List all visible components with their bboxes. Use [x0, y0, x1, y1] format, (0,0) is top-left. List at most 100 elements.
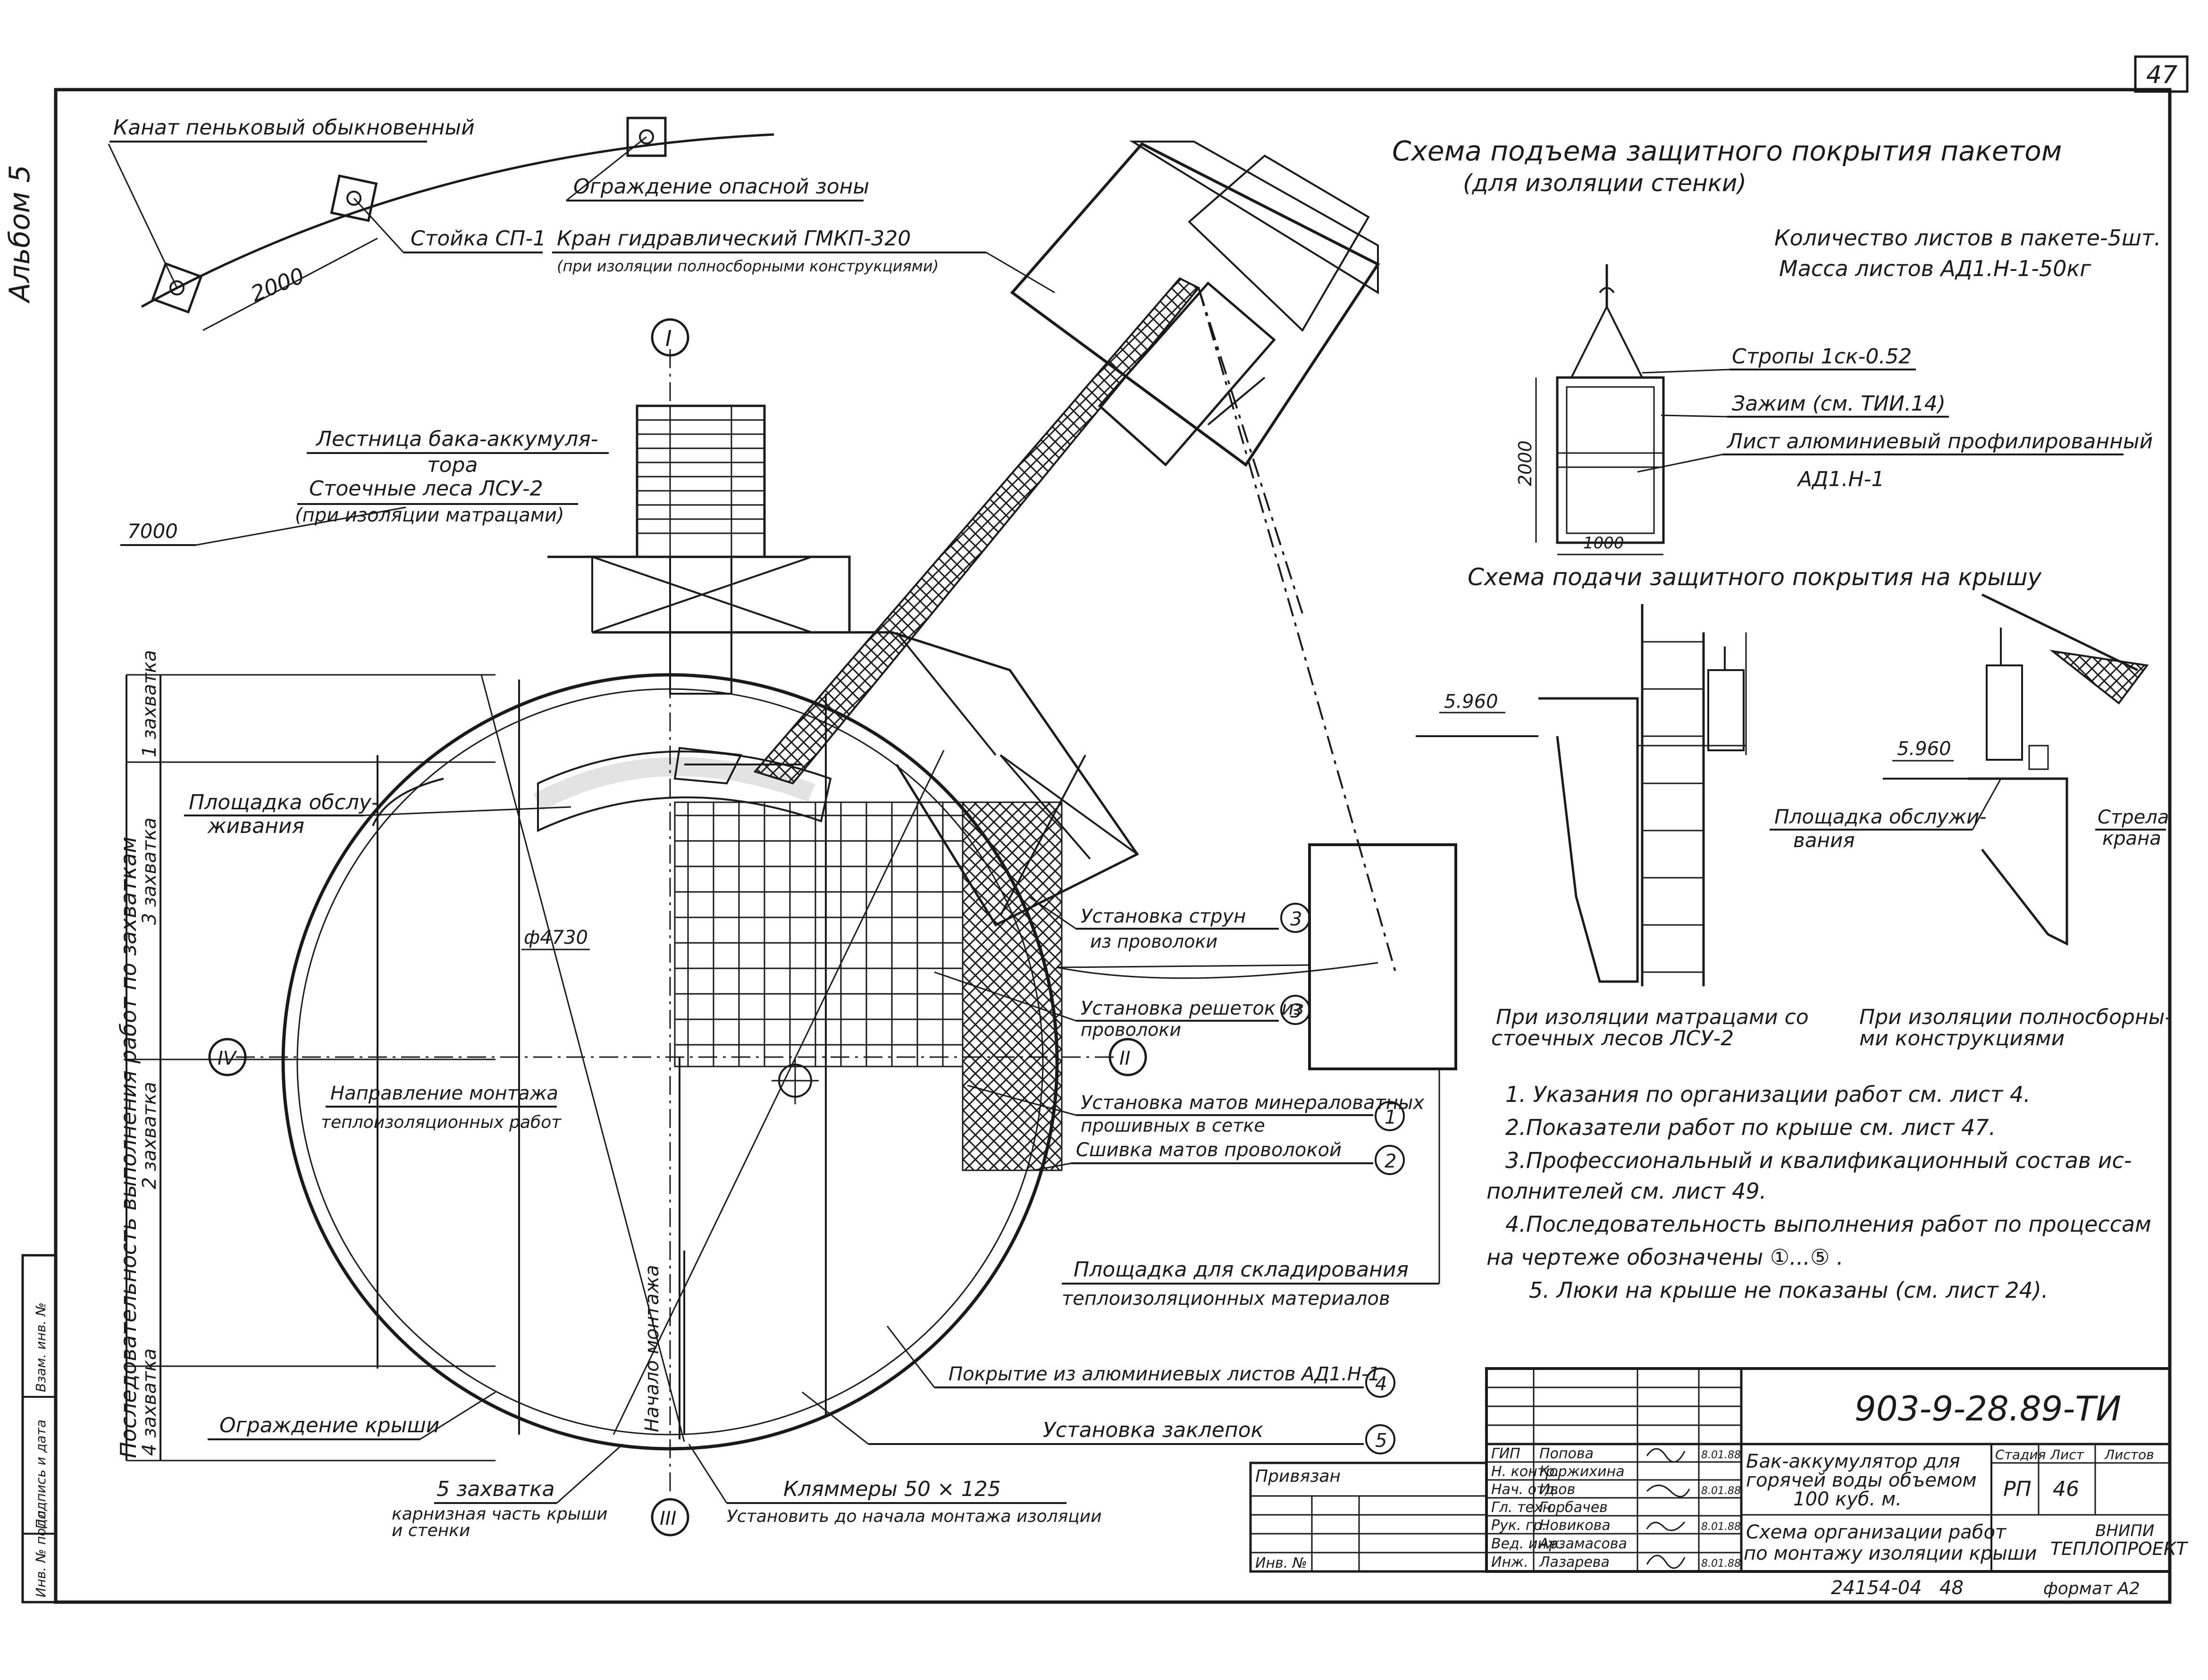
date-1: 8.01.88: [1701, 1485, 1741, 1497]
drawing-code: 903-9-28.89-ТИ: [1855, 1389, 2121, 1428]
dim-7000: 7000: [127, 520, 178, 543]
slings-label: Стропы 1ск-0.52: [1732, 344, 1912, 369]
mats-sublabel: прошивных в сетке: [1081, 1115, 1265, 1136]
main-title: Схема подъема защитного покрытия пакетом: [1392, 135, 2062, 167]
rivets-label: Установка заклепок: [1043, 1418, 1264, 1442]
crane-label-group: Кран гидравлический ГМКП-320 (при изоляц…: [552, 227, 1055, 294]
step-4-marker: [1365, 1368, 1395, 1398]
role-2: Нач. отд.: [1491, 1481, 1559, 1498]
note-3b: полнителей см. лист 49.: [1486, 1178, 1766, 1204]
crane-sublabel: (при изоляции полносборными конструкциям…: [557, 257, 939, 275]
name-2: Ивов: [1539, 1481, 1575, 1498]
role-3: Гл. техн.: [1491, 1499, 1556, 1516]
step-3b-number: 3: [1290, 1000, 1302, 1022]
title-block: 903-9-28.89-ТИ ГИП Н. контр. Нач. отд. Г…: [1485, 1367, 2189, 1573]
step-5-marker: [1365, 1424, 1395, 1454]
sequence-title: Последовательность выполнения работ по з…: [116, 837, 141, 1458]
axis-2-label: II: [1119, 1048, 1131, 1069]
side-stamp: Инв. № подл. Подпись и дата Взам. инв. №: [21, 1254, 57, 1604]
direction-sublabel: теплоизоляционных работ: [321, 1113, 562, 1132]
signature-1: [1646, 1448, 1686, 1463]
danger-zone-fence: 2000 Канат пеньковый обыкновенный Огражд…: [108, 116, 869, 331]
grids-label: Установка решеток из: [1081, 998, 1304, 1019]
rope-label: Канат пеньковый обыкновенный: [113, 116, 475, 140]
grip-3-label: 3 захватка: [139, 817, 160, 925]
format-label: формат А2: [2043, 1579, 2140, 1598]
strings-sublabel: из проволоки: [1090, 931, 1217, 952]
axis-1-label: I: [665, 326, 672, 351]
name-4: Новикова: [1539, 1517, 1611, 1534]
clamp-label: Зажим (см. ТИИ.14): [1732, 392, 1946, 416]
storage-label: Площадка для складирования: [1074, 1258, 1409, 1282]
step-4-number: 4: [1375, 1373, 1387, 1395]
package-dim-width: 1000: [1583, 534, 1624, 553]
storage-sublabel: теплоизоляционных материалов: [1062, 1288, 1390, 1310]
note-2: 2.Показатели работ по крыше см. лист 47.: [1505, 1115, 1996, 1140]
binding-block: Привязан Инв. №: [1249, 1462, 1488, 1573]
sheet-title: Схема организации работ: [1746, 1521, 2007, 1543]
step-5-number: 5: [1375, 1430, 1387, 1452]
sheet-sublabel: АД1.Н-1: [1797, 467, 1884, 491]
caption-right: При изоляции полносборны-: [1859, 1005, 2172, 1029]
bind-label: Привязан: [1255, 1467, 1341, 1486]
clamps-sublabel: Установить до начала монтажа изоляции: [727, 1507, 1102, 1526]
axis-marker-3: [651, 1498, 689, 1537]
note-1: 1. Указания по организации работ см. лис…: [1505, 1082, 2031, 1107]
roof-supply-right: 5.960: [1883, 593, 2149, 946]
grip-5-sublabel: карнизная часть крыши: [392, 1504, 608, 1524]
direction-label: Направление монтажа: [330, 1083, 558, 1104]
tank-ladder: [636, 404, 766, 695]
step-2-number: 2: [1385, 1151, 1396, 1172]
date-3: 8.01.88: [1701, 1558, 1741, 1570]
stamp-replace: Взам. инв. №: [33, 1302, 49, 1392]
axis-marker-1: [651, 318, 689, 357]
notes: 1. Указания по организации работ см. лис…: [1486, 1082, 2151, 1303]
scaffold-sublabel: (при изоляции матрацами): [295, 504, 564, 526]
package-sketch: [1535, 264, 1665, 555]
step-1-marker: [1375, 1101, 1405, 1131]
post-icon: [330, 174, 378, 222]
object-title-3: 100 куб. м.: [1793, 1488, 1902, 1510]
grip-2-label: 2 захватка: [139, 1082, 160, 1189]
roof-fence-label: Ограждение крыши: [219, 1413, 439, 1437]
note-5: 5. Люки на крыше не показаны (см. лист 2…: [1529, 1277, 2048, 1303]
sheet-header: Лист: [2050, 1447, 2084, 1462]
page-number-box: [2134, 55, 2189, 93]
signature-4: [1646, 1554, 1686, 1569]
ladder-label: Лестница бака-аккумуля-: [315, 427, 598, 451]
post-icon: [626, 117, 667, 157]
signature-2: [1646, 1485, 1690, 1497]
main-subtitle: (для изоляции стенки): [1463, 169, 1746, 197]
role-1: Н. контр.: [1491, 1463, 1559, 1480]
stitch-label: Сшивка матов проволокой: [1076, 1139, 1342, 1161]
step-2-marker: [1375, 1145, 1405, 1175]
note-4b: на чертеже обозначены ①...⑤ .: [1486, 1244, 1843, 1270]
album-label: Альбом 5: [3, 165, 36, 304]
org-name: ВНИПИ: [2095, 1521, 2154, 1540]
elev-left: 5.960: [1444, 691, 1498, 713]
service-platform-label-2: живания: [207, 814, 304, 838]
stamp-signature: Подпись и дата: [33, 1420, 49, 1529]
date-2: 8.01.88: [1701, 1521, 1741, 1533]
role-4: Рук. гр.: [1491, 1517, 1546, 1534]
package-count: Количество листов в пакете-5шт.: [1774, 225, 2161, 251]
mats-label: Установка матов минераловатных: [1081, 1092, 1425, 1114]
archive-number: 24154-04: [1831, 1577, 1922, 1599]
sheet-value: 46: [2053, 1477, 2079, 1501]
ladder-label-2: тора: [427, 453, 478, 477]
roof-supply-left: 5.960: [1416, 604, 1747, 986]
boom-label: Стрела: [2098, 806, 2169, 828]
step-1-number: 1: [1385, 1107, 1396, 1128]
post-label: Стойка СП-1: [411, 227, 546, 251]
role-0: ГИП: [1491, 1445, 1520, 1462]
sheet-title-2: по монтажу изоляции крыши: [1744, 1543, 2037, 1564]
axis-marker-2: [1108, 1038, 1147, 1076]
name-1: Коржихина: [1539, 1463, 1624, 1480]
archive-page: 48: [1939, 1577, 1964, 1599]
grip-4-label: 4 захватка: [139, 1348, 160, 1456]
stamp-inv: Инв. № подл.: [33, 1506, 49, 1597]
date-0: 8.01.88: [1701, 1449, 1741, 1461]
stage-header: Стадия: [1995, 1447, 2046, 1462]
note-3: 3.Профессиональный и квалификационный со…: [1505, 1148, 2132, 1173]
elev-right: 5.960: [1897, 738, 1951, 760]
